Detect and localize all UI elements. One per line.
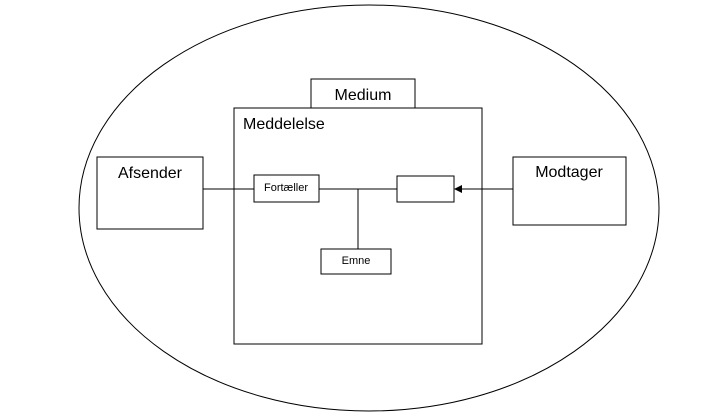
receiver-label: Modtager [535, 164, 603, 181]
sender-box [96, 156, 204, 230]
narrator-box [253, 174, 320, 203]
receiver-box [512, 156, 627, 226]
narrator-label: Fortæller [264, 182, 308, 194]
message-label: Meddelelse [243, 116, 325, 133]
topic-label: Emne [342, 255, 371, 267]
empty-box [396, 175, 455, 203]
topic-box [320, 248, 392, 275]
arrowhead-icon [454, 185, 462, 193]
medium-box [310, 78, 416, 109]
sender-label: Afsender [118, 165, 183, 182]
medium-label: Medium [335, 87, 392, 104]
